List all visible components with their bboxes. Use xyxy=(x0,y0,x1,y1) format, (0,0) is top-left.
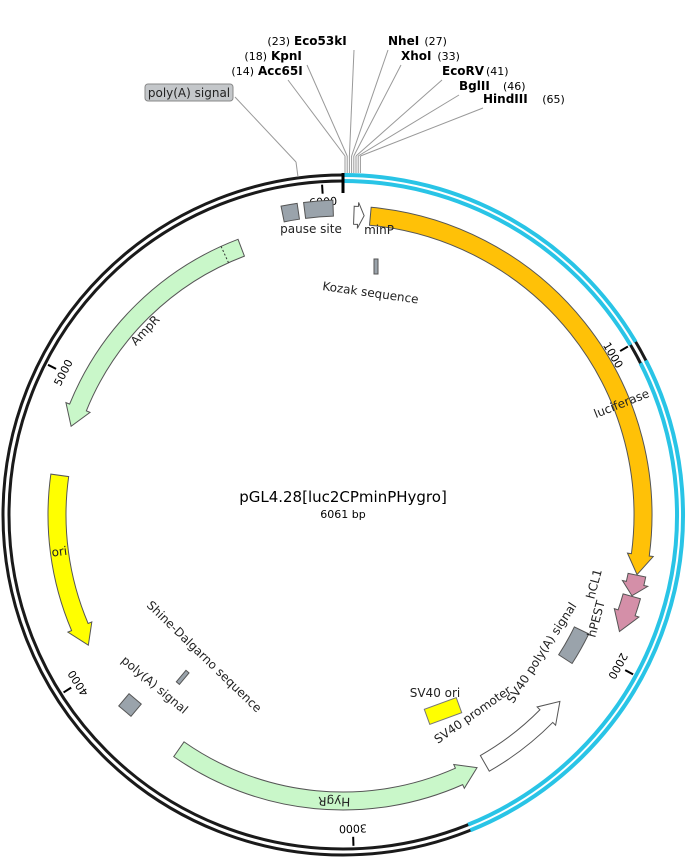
site-leader xyxy=(357,94,460,157)
ori-feature xyxy=(47,473,93,646)
site-leader xyxy=(348,49,355,157)
site-name: Acc65I xyxy=(258,64,303,78)
ampr-marker xyxy=(220,246,229,263)
site-position: (18) xyxy=(244,50,267,63)
hygr-feature xyxy=(173,741,478,811)
hpest-label: hPEST xyxy=(585,598,608,638)
kozak-label: Kozak sequence xyxy=(322,279,420,306)
hPEST-feature xyxy=(613,593,642,633)
tick-label: 5000 xyxy=(51,357,75,388)
polya-callout-box xyxy=(144,83,234,102)
site-position: (41) xyxy=(486,65,509,78)
hygr-label: HygR xyxy=(318,794,351,809)
site-leader xyxy=(287,79,346,157)
site-leader xyxy=(355,79,443,157)
tick-label: 2000 xyxy=(605,651,630,682)
sv40-ori-label: SV40 ori xyxy=(410,686,461,700)
tick-mark xyxy=(47,363,57,370)
highlight-arc-inner xyxy=(467,362,679,827)
minp-feature xyxy=(353,202,365,229)
ampr-feature xyxy=(65,238,246,428)
site-position: (27) xyxy=(424,35,447,48)
hCL1-feature xyxy=(621,572,650,597)
sv40-promoter-feature xyxy=(479,700,561,772)
restriction-sites: (14) Acc65I(18) KpnI(23) Eco53kI NheI (27)Xho… xyxy=(144,34,565,178)
tick-mark xyxy=(321,184,324,194)
ori-label: ori xyxy=(51,544,68,560)
pause-site-label: pause site xyxy=(280,222,342,236)
tick-marks: 100020003000400050006000 xyxy=(47,173,634,846)
site-position: (46) xyxy=(503,80,526,93)
site-leader xyxy=(360,107,484,157)
sv40-polya-feature xyxy=(557,626,590,665)
site-name: XhoI xyxy=(401,49,432,63)
site-name: Eco53kI xyxy=(294,34,347,48)
tick-label: 4000 xyxy=(65,668,91,699)
site-name: EcoRV xyxy=(442,64,485,78)
site-name: BglII xyxy=(459,79,490,93)
highlight-arc-outer xyxy=(342,173,638,343)
site-leader xyxy=(353,64,402,157)
site-name: KpnI xyxy=(271,49,302,63)
sv40-ori-box xyxy=(423,697,463,725)
pause-site-2-feature xyxy=(303,199,334,219)
shine-dalgarno-feature xyxy=(175,669,190,686)
tick-mark xyxy=(619,345,629,352)
site-leader xyxy=(306,64,348,157)
tick-label: 3000 xyxy=(339,821,367,835)
polya-callout-leader xyxy=(234,96,297,163)
hcl1-label: hCL1 xyxy=(583,568,604,601)
polya-left-box xyxy=(118,693,142,717)
site-position: (65) xyxy=(542,93,565,106)
site-leader xyxy=(351,49,389,157)
tick-mark xyxy=(624,669,634,676)
highlight-arc-inner xyxy=(342,179,633,346)
plasmid-length: 6061 bp xyxy=(320,508,365,521)
pause-site-1-feature xyxy=(280,202,301,223)
site-name: NheI xyxy=(388,34,419,48)
highlight-arcs xyxy=(342,173,685,833)
site-name: HindIII xyxy=(483,92,528,106)
kozak-feature xyxy=(373,258,379,275)
highlight-arc-outer xyxy=(469,359,685,833)
luciferase-feature xyxy=(368,206,655,576)
site-position: (14) xyxy=(231,65,254,78)
tick-mark xyxy=(63,686,72,694)
plasmid-name: pGL4.28[luc2CPminPHygro] xyxy=(239,488,447,506)
polya-callout-label: poly(A) signal xyxy=(148,86,230,100)
polya-callout-stub xyxy=(295,161,299,178)
site-position: (33) xyxy=(437,50,460,63)
minp-label: minP xyxy=(364,223,394,237)
site-position: (23) xyxy=(267,35,290,48)
